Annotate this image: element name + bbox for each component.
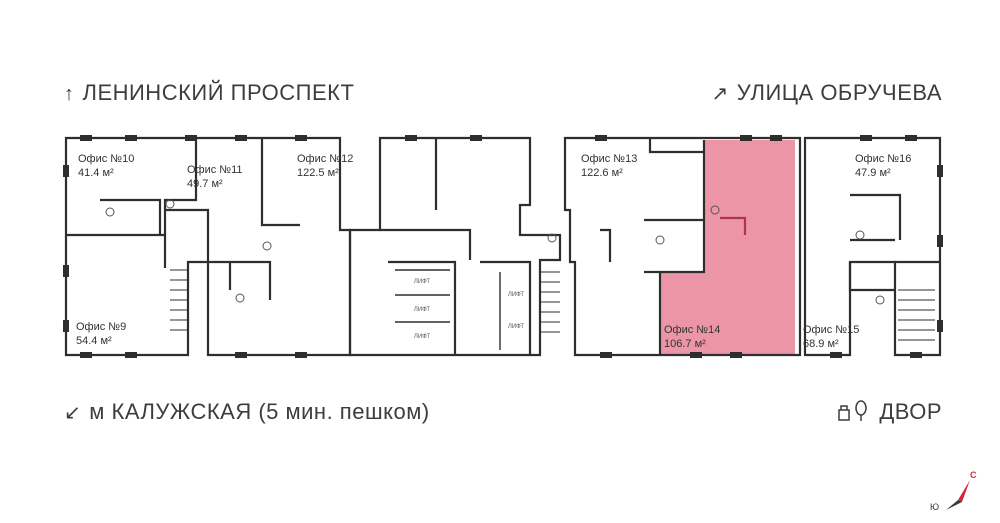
compass-north: С [970,470,977,480]
arrow-up-icon: ↑ [64,83,75,105]
stairs-left [170,269,188,331]
arrow-diagonal-icon: ↗ [711,83,729,105]
arrow-down-left-icon: ↙ [64,402,82,424]
stairs-right [898,289,935,341]
lift-label: ЛИФТ [507,324,525,330]
wall-center-block [348,136,562,357]
office-14-area[interactable] [660,140,795,355]
lift-label: ЛИФТ [507,292,525,298]
street-label-leninsky: ↑ЛЕНИНСКИЙ ПРОСПЕКТ [64,80,355,105]
metro-label: ↙м КАЛУЖСКАЯ (5 мин. пешком) [64,399,430,424]
lift-label: ЛИФТ [413,307,431,313]
lift-label: ЛИФТ [413,334,431,340]
stairs-center [540,271,560,333]
wall-right-block [563,136,802,357]
wall-left-block [64,136,352,357]
courtyard-icon [838,400,868,421]
street-label-obrucheva: ↗УЛИЦА ОБРУЧЕВА [711,80,942,105]
courtyard-label: ДВОР [837,399,942,425]
lift-label: ЛИФТ [413,279,431,285]
compass: С Ю [928,470,988,520]
compass-needle-icon [946,480,970,510]
compass-south: Ю [930,502,940,512]
